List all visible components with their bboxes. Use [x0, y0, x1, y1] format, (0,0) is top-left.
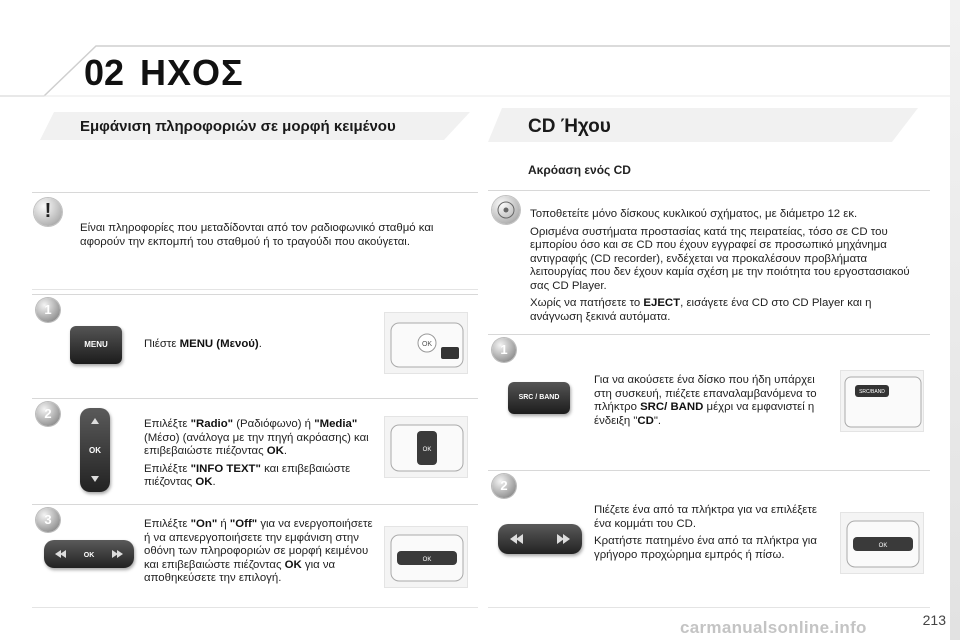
- left-section-title: Εμφάνιση πληροφοριών σε μορφή κειμένου: [80, 118, 396, 135]
- right-info-para1: Τοποθετείτε μόνο δίσκους κυκλικού σχήματ…: [530, 208, 858, 220]
- svg-text:OK: OK: [879, 543, 888, 549]
- seek-arrows-icon: [510, 534, 570, 544]
- seek-keypad-image: [498, 524, 582, 554]
- left-step1-text: Πιέστε MENU (Μενού).: [144, 338, 262, 350]
- keypad-ok-label: OK: [84, 552, 95, 559]
- watermark: carmanualsonline.info: [680, 618, 867, 637]
- page-number: 213: [922, 612, 946, 628]
- svg-text:OK: OK: [423, 447, 432, 453]
- keypad-ok-label: OK: [89, 446, 101, 455]
- right-title-underlay: [488, 108, 918, 142]
- right-info-para2: Ορισμένα συστήματα προστασίας κατά της π…: [530, 225, 910, 292]
- chapter-title: ΗΧΟΣ: [140, 52, 244, 93]
- src-band-thumbnail: SRC/BAND: [840, 370, 924, 432]
- left-step2-para2: Επιλέξτε "INFO TEXT" και επιβεβαιώστε πι…: [144, 462, 351, 489]
- keypad-arrows-icon: OK: [89, 418, 101, 482]
- right-step2-para1: Πιέζετε ένα από τα πλήκτρα για να επιλέξ…: [594, 504, 817, 530]
- right-info-text: Τοποθετείτε μόνο δίσκους κυκλικού σχήματ…: [530, 208, 926, 328]
- menu-control-thumbnail: OK: [384, 312, 468, 374]
- keypad-seek-icon: OK: [55, 550, 123, 559]
- step-2-badge: 2: [492, 474, 516, 498]
- menu-button-image: MENU: [70, 326, 122, 364]
- warning-icon: !: [34, 198, 62, 226]
- right-step2-para2: Κρατήστε πατημένο ένα από τα πλήκτρα για…: [594, 535, 817, 561]
- disc-rings: [497, 201, 515, 219]
- control-panel-icon: OK: [390, 424, 464, 472]
- ok-keypad-horizontal-image: OK: [44, 540, 134, 568]
- svg-text:SRC/BAND: SRC/BAND: [859, 389, 885, 395]
- right-info-para3: Χωρίς να πατήσετε το EJECT, εισάγετε ένα…: [530, 297, 872, 323]
- right-subsection-title: Ακρόαση ενός CD: [528, 163, 631, 177]
- left-title-underlay: [40, 112, 470, 140]
- left-note-panel: [32, 192, 478, 290]
- keypad-control-thumbnail: OK: [384, 416, 468, 478]
- step-1-badge: 1: [492, 338, 516, 362]
- right-step2-text: Πιέζετε ένα από τα πλήκτρα για να επιλέξ…: [594, 504, 830, 566]
- control-panel-icon: OK: [390, 534, 464, 582]
- control-panel-icon: OK: [846, 520, 920, 568]
- right-section-title: CD Ήχου: [528, 116, 611, 137]
- seek-control-thumbnail: OK: [384, 526, 468, 588]
- page-edge-bar: [950, 0, 960, 640]
- control-panel-icon: OK: [390, 322, 464, 368]
- cd-disc-icon: [492, 196, 520, 224]
- left-note-text: Είναι πληροφορίες που μεταδίδονται από τ…: [80, 222, 434, 248]
- step-3-badge: 3: [36, 508, 60, 532]
- left-step3-text: Επιλέξτε "On" ή "Off" για να ενεργοποιήσ…: [144, 518, 373, 584]
- chapter-number: 02: [84, 52, 125, 93]
- right-info-panel: [488, 190, 930, 326]
- src-band-button-image: SRC / BAND: [508, 382, 570, 414]
- left-step2-para1: Επιλέξτε "Radio" (Ραδιόφωνο) ή "Media" (…: [144, 418, 369, 457]
- step-1-badge: 1: [36, 298, 60, 322]
- header-decoration: [0, 45, 960, 97]
- left-step2-text: Επιλέξτε "Radio" (Ραδιόφωνο) ή "Media" (…: [144, 418, 372, 494]
- step-2-badge: 2: [36, 402, 60, 426]
- ok-keypad-vertical-image: OK: [80, 408, 110, 492]
- control-panel-icon: SRC/BAND: [844, 376, 922, 428]
- seek-control-thumbnail: OK: [840, 512, 924, 574]
- svg-text:OK: OK: [423, 557, 432, 563]
- svg-text:OK: OK: [422, 341, 432, 348]
- right-step1-text: Για να ακούσετε ένα δίσκο που ήδη υπάρχε…: [594, 374, 817, 427]
